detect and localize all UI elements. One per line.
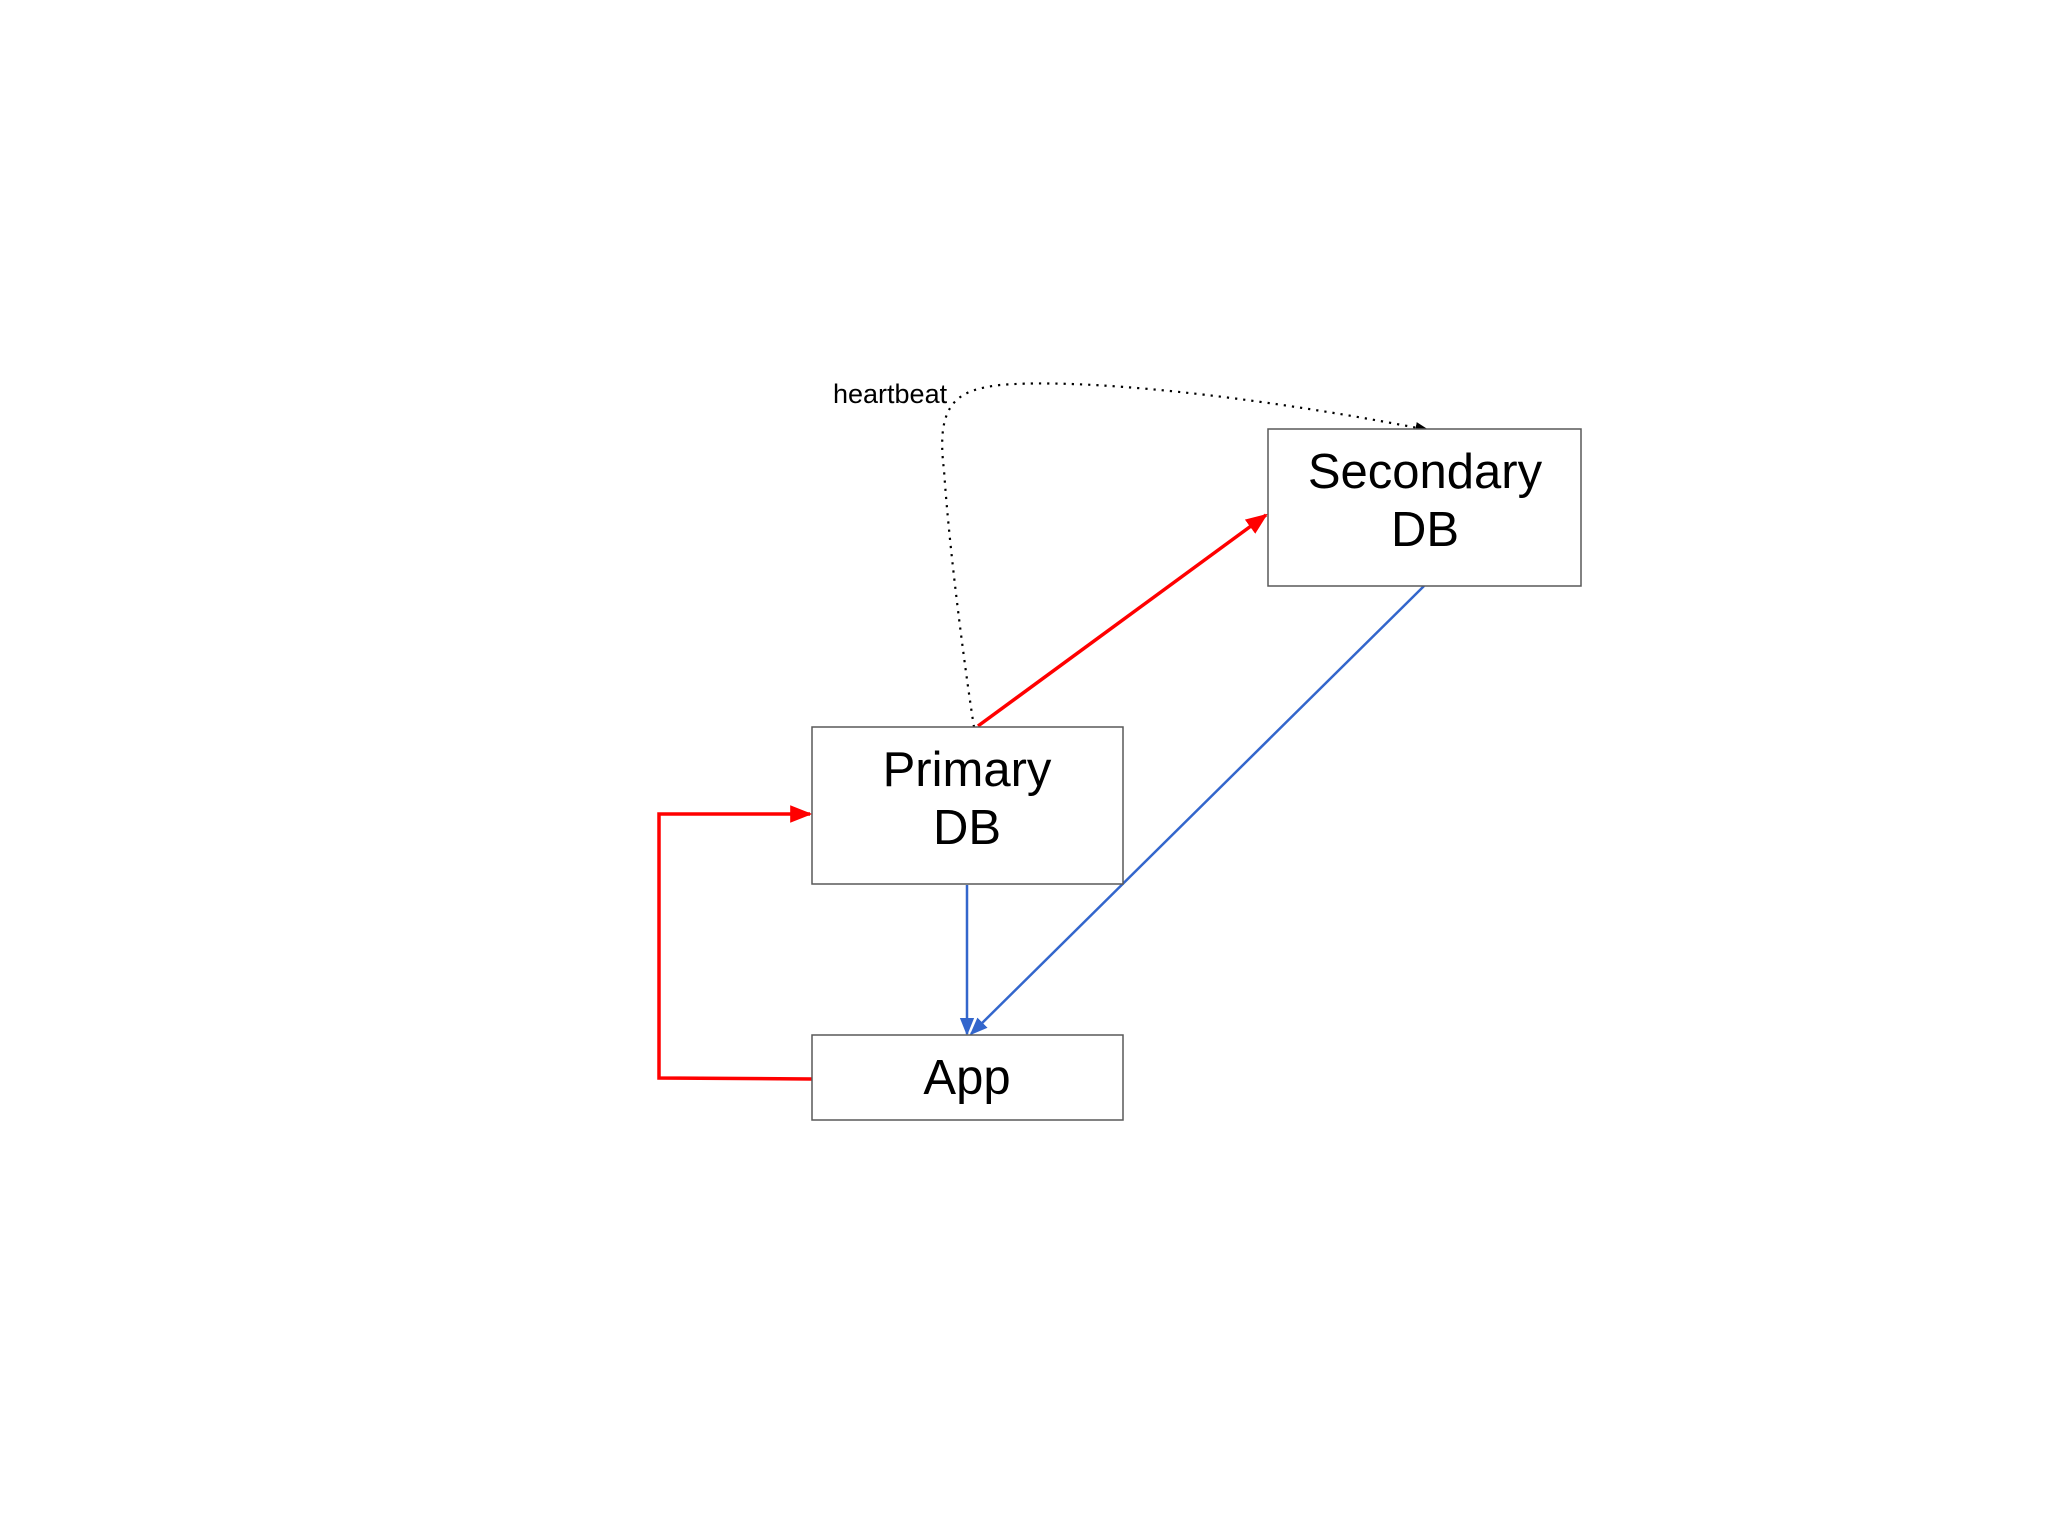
app-box xyxy=(811,1034,1124,1121)
primary-db-label-line1: Primary xyxy=(883,743,1052,797)
app-label: App xyxy=(923,1051,1010,1105)
primary-db-box xyxy=(811,726,1124,885)
edge-read-secondary-to-app xyxy=(969,585,1425,1036)
edge-replication-primary-to-secondary xyxy=(976,513,1268,728)
node-secondary-db: Secondary DB xyxy=(1267,428,1582,587)
secondary-db-label-line1: Secondary xyxy=(1308,445,1543,499)
secondary-db-label-line2: DB xyxy=(1391,503,1459,557)
primary-db-label-line2: DB xyxy=(933,801,1001,855)
edge-write-app-to-primary xyxy=(657,805,813,1081)
node-app: App xyxy=(811,1034,1124,1121)
edge-heartbeat xyxy=(941,382,1430,728)
node-primary-db: Primary DB xyxy=(811,726,1124,885)
heartbeat-label: heartbeat xyxy=(833,379,948,409)
secondary-db-box xyxy=(1267,428,1582,587)
